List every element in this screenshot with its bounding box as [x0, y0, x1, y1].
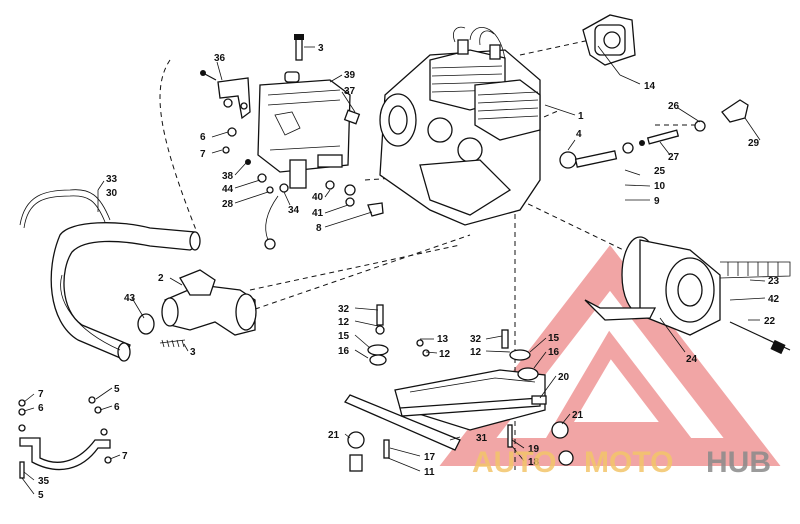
lower-bracket [18, 396, 112, 479]
callout-4: 4 [576, 129, 582, 140]
callout-44: 44 [222, 184, 234, 195]
callout-3-lower: 3 [190, 347, 196, 358]
callout-7-upper: 7 [200, 149, 206, 160]
callout-7-lower-right: 7 [122, 451, 128, 462]
callout-32-left: 32 [338, 304, 350, 315]
callout-16-left: 16 [338, 346, 350, 357]
callout-36: 36 [214, 53, 226, 64]
watermark-triangle-inner [546, 330, 692, 438]
callout-23: 23 [768, 276, 780, 287]
callout-26: 26 [668, 101, 680, 112]
callout-41: 41 [312, 208, 324, 219]
callout-15-left: 15 [338, 331, 350, 342]
engine-assembly [379, 26, 541, 226]
leader-lines [21, 45, 766, 495]
callout-17: 17 [424, 452, 436, 463]
callout-2: 2 [158, 273, 164, 284]
callout-6-lower-left: 6 [38, 403, 44, 414]
callout-12-left: 12 [338, 317, 350, 328]
callout-5-bottom: 5 [38, 490, 44, 501]
mount-hardware [347, 304, 574, 472]
callout-labels: 3 36 39 37 6 7 38 44 28 34 40 41 8 33 30… [38, 43, 780, 501]
watermark-word-auto: AUTO [472, 446, 556, 479]
watermark-word-moto: MOTO [584, 446, 673, 479]
callout-21-left: 21 [328, 430, 340, 441]
callout-30: 30 [106, 188, 118, 199]
callout-28: 28 [222, 199, 234, 210]
watermark-word-hub: HUB [706, 446, 771, 479]
callout-12-mid: 12 [439, 349, 451, 360]
callout-40: 40 [312, 192, 324, 203]
callout-34: 34 [288, 205, 300, 216]
watermark-triangle-outer [439, 245, 781, 466]
callout-6-upper: 6 [200, 132, 206, 143]
watermark-logo [439, 245, 781, 466]
bolt [294, 34, 304, 61]
callout-39: 39 [344, 70, 356, 81]
callout-38: 38 [222, 171, 234, 182]
callout-1: 1 [578, 111, 584, 122]
callout-6-lower-right: 6 [114, 402, 120, 413]
callout-35: 35 [38, 476, 50, 487]
watermark-text: AUTO MOTO HUB [472, 446, 771, 479]
callout-37: 37 [344, 86, 356, 97]
callout-7-lower-left: 7 [38, 389, 44, 400]
callout-9: 9 [654, 196, 660, 207]
callout-24: 24 [686, 354, 698, 365]
drive-clutch [584, 236, 791, 355]
callout-10: 10 [654, 181, 666, 192]
callout-11: 11 [424, 467, 435, 478]
callout-15-right: 15 [548, 333, 560, 344]
callout-14: 14 [644, 81, 656, 92]
callout-8: 8 [316, 223, 322, 234]
callout-20: 20 [558, 372, 570, 383]
callout-18: 18 [528, 457, 540, 468]
callout-42: 42 [768, 294, 780, 305]
callout-3-top: 3 [318, 43, 324, 54]
engine-mount-plate [344, 369, 546, 451]
callout-32-right: 32 [470, 334, 482, 345]
callout-31: 31 [476, 433, 488, 444]
callout-25: 25 [654, 166, 666, 177]
callout-13: 13 [437, 334, 449, 345]
callout-29: 29 [748, 138, 760, 149]
callout-21-right: 21 [572, 410, 584, 421]
callout-19: 19 [528, 444, 540, 455]
callout-22: 22 [764, 316, 776, 327]
air-silencer-box [257, 71, 361, 189]
bracket [200, 70, 251, 120]
recoil-starter [582, 14, 636, 66]
callout-16-right: 16 [548, 347, 560, 358]
callout-27: 27 [668, 152, 680, 163]
callout-33: 33 [106, 174, 118, 185]
choke-knob-hardware [559, 99, 749, 169]
exhaust-manifold [137, 269, 257, 348]
exhaust-pipe [19, 189, 201, 362]
callout-43: 43 [124, 293, 136, 304]
callout-5-lower-right: 5 [114, 384, 120, 395]
callout-12-right: 12 [470, 347, 482, 358]
